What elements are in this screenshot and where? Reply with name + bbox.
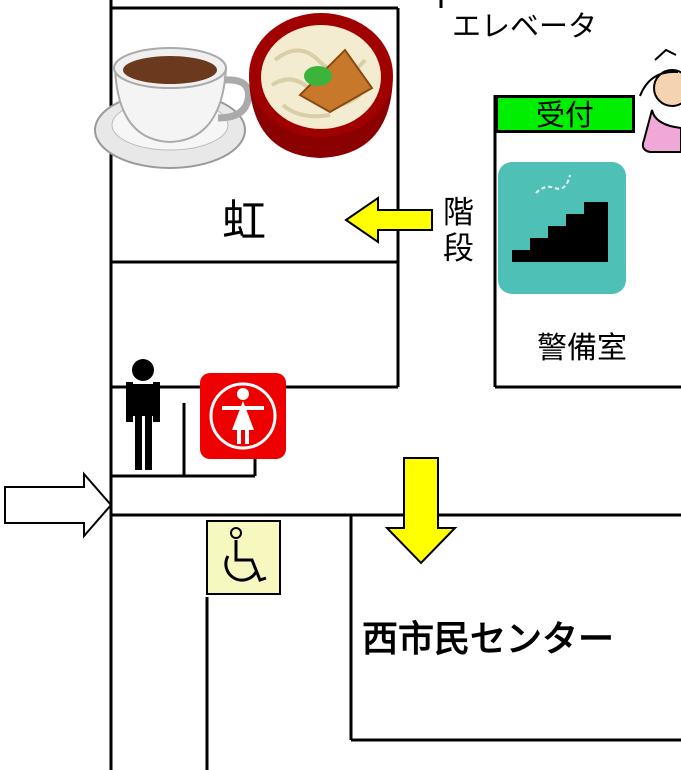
room-label-reception: 受付 — [495, 95, 635, 133]
wheelchair-accessible-icon — [206, 520, 281, 595]
udon-bowl-icon — [249, 13, 393, 158]
entrance-arrow-icon — [4, 471, 113, 539]
room-label-stairs: 階段 — [443, 195, 474, 267]
room-label-elevator: エレベータ — [452, 9, 598, 43]
room-label-rainbow: 虹 — [222, 196, 266, 247]
female-restroom-icon — [200, 373, 286, 459]
stairs-icon — [498, 162, 626, 294]
room-label-center: 西市民センター — [362, 619, 615, 660]
coffee-cup-icon — [94, 47, 252, 169]
male-restroom-icon — [126, 359, 160, 470]
room-label-security: 警備室 — [537, 331, 627, 366]
direction-arrow-icon — [344, 196, 433, 244]
receptionist-icon — [639, 48, 681, 153]
direction-arrow-icon — [384, 457, 458, 565]
